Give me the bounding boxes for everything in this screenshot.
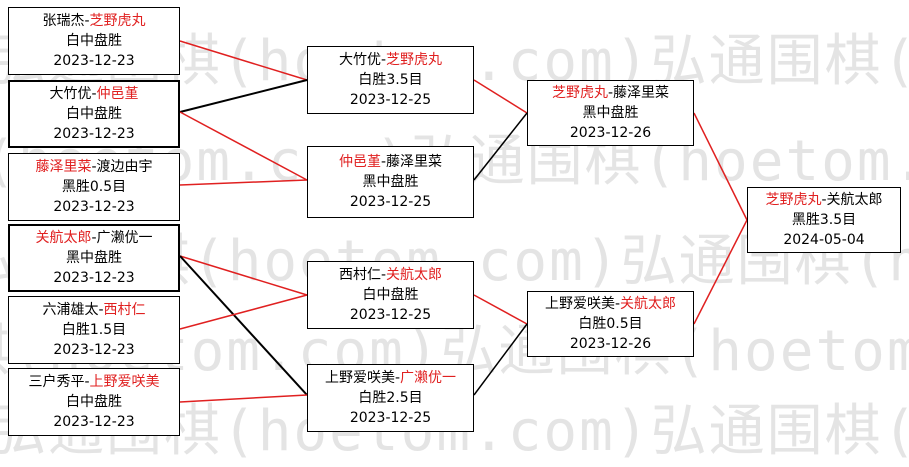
match-result: 黑胜0.5目 [61,179,127,195]
player-1: 上野爱咲美 [324,370,395,386]
match-players: 西村仁-关航太郎 [338,267,443,283]
match-r1-6: 三户秀平-上野爱咲美 白中盘胜 2023-12-23 [8,368,180,436]
match-date: 2023-12-23 [53,199,135,215]
match-result: 白胜1.5目 [61,322,127,338]
player-2: 西村仁 [103,302,146,318]
player-2: 上野爱咲美 [89,374,160,390]
connector-line [179,111,308,181]
connector-line [179,79,308,113]
player-1: 大竹优 [338,52,381,68]
match-date: 2023-12-23 [53,342,135,358]
player-1: 上野爱咲美 [544,296,615,312]
bracket-lines [179,40,748,403]
match-players: 仲邑堇-藤泽里菜 [338,154,443,170]
match-result: 白中盘胜 [66,106,122,122]
connector-line [473,79,528,114]
match-date: 2023-12-25 [349,410,432,426]
player-2: 广濑优一 [96,230,153,246]
connector-line [179,179,308,186]
match-result: 白中盘胜 [66,33,122,49]
match-players: 上野爱咲美-广濑优一 [324,370,457,386]
match-date: 2024-05-04 [783,232,865,248]
player-2: 关航太郎 [620,296,677,312]
match-r1-1: 张瑞杰-芝野虎丸 白中盘胜 2023-12-23 [8,7,180,75]
player-1: 关航太郎 [35,230,92,246]
match-r2-1: 大竹优-芝野虎丸 白胜3.5目 2023-12-25 [307,46,474,114]
match-players: 芝野虎丸-藤泽里菜 [551,85,670,101]
match-date: 2023-12-23 [53,53,135,69]
match-r1-4: 关航太郎-广濑优一 黑中盘胜 2023-12-23 [8,224,180,292]
player-2: 关航太郎 [386,267,443,283]
connector-line [473,294,528,325]
player-1: 六浦雄太 [42,302,99,318]
player-2: 渡边由宇 [96,159,153,175]
match-players: 藤泽里菜-渡边由宇 [35,159,153,175]
player-2: 芝野虎丸 [89,13,146,29]
connector-line [179,255,308,396]
connector-line [179,394,308,403]
player-1: 仲邑堇 [338,154,381,170]
match-players: 张瑞杰-芝野虎丸 [42,13,146,29]
match-result: 黑中盘胜 [362,174,419,190]
match-date: 2023-12-23 [53,270,135,286]
match-result: 黑胜3.5目 [791,212,857,228]
player-2: 仲邑堇 [96,86,139,102]
match-r2-4: 上野爱咲美-广濑优一 白胜2.5目 2023-12-25 [307,364,474,432]
player-2: 藤泽里菜 [613,85,670,101]
match-result: 黑中盘胜 [66,250,122,266]
match-players: 上野爱咲美-关航太郎 [544,296,677,312]
player-1: 西村仁 [338,267,381,283]
connector-line [473,323,528,396]
match-r1-5: 六浦雄太-西村仁 白胜1.5目 2023-12-23 [8,296,180,364]
match-result: 白胜3.5目 [358,72,423,88]
player-1: 三户秀平 [28,374,85,390]
match-r1-2: 大竹优-仲邑堇 白中盘胜 2023-12-23 [8,80,180,148]
match-players: 三户秀平-上野爱咲美 [28,374,160,390]
match-date: 2023-12-26 [569,125,652,141]
match-players: 关航太郎-广濑优一 [35,230,153,246]
match-result: 黑中盘胜 [582,105,639,121]
match-result: 白中盘胜 [362,287,419,303]
match-players: 芝野虎丸-关航太郎 [765,192,883,208]
match-result: 白中盘胜 [66,394,122,410]
match-final: 芝野虎丸-关航太郎 黑胜3.5目 2024-05-04 [747,187,901,253]
player-2: 藤泽里菜 [386,154,443,170]
match-r1-3: 藤泽里菜-渡边由宇 黑胜0.5目 2023-12-23 [8,153,180,221]
match-date: 2023-12-25 [349,194,432,210]
connector-line [473,112,528,181]
match-r3-2: 上野爱咲美-关航太郎 白胜0.5目 2023-12-26 [527,291,694,357]
match-date: 2023-12-25 [349,92,432,108]
player-1: 藤泽里菜 [35,159,92,175]
player-1: 芝野虎丸 [551,85,608,101]
player-2: 关航太郎 [826,192,883,208]
match-result: 白胜0.5目 [578,316,643,332]
match-players: 大竹优-仲邑堇 [49,86,139,102]
connector-line [179,294,308,330]
match-result: 白胜2.5目 [358,390,423,406]
player-2: 广濑优一 [400,370,457,386]
player-1: 芝野虎丸 [765,192,822,208]
connector-line [179,40,308,81]
player-2: 芝野虎丸 [386,52,443,68]
match-players: 大竹优-芝野虎丸 [338,52,443,68]
player-1: 张瑞杰 [42,13,85,29]
connector-line [179,255,308,296]
match-r2-3: 西村仁-关航太郎 白中盘胜 2023-12-25 [307,261,474,329]
match-date: 2023-12-23 [53,414,135,430]
connector-line [693,219,748,325]
match-date: 2023-12-23 [53,126,135,142]
player-1: 大竹优 [49,86,92,102]
match-date: 2023-12-26 [569,336,652,352]
connector-line [693,112,748,221]
match-r2-2: 仲邑堇-藤泽里菜 黑中盘胜 2023-12-25 [307,146,474,218]
match-date: 2023-12-25 [349,307,432,323]
match-players: 六浦雄太-西村仁 [42,302,146,318]
match-r3-1: 芝野虎丸-藤泽里菜 黑中盘胜 2023-12-26 [527,80,694,146]
